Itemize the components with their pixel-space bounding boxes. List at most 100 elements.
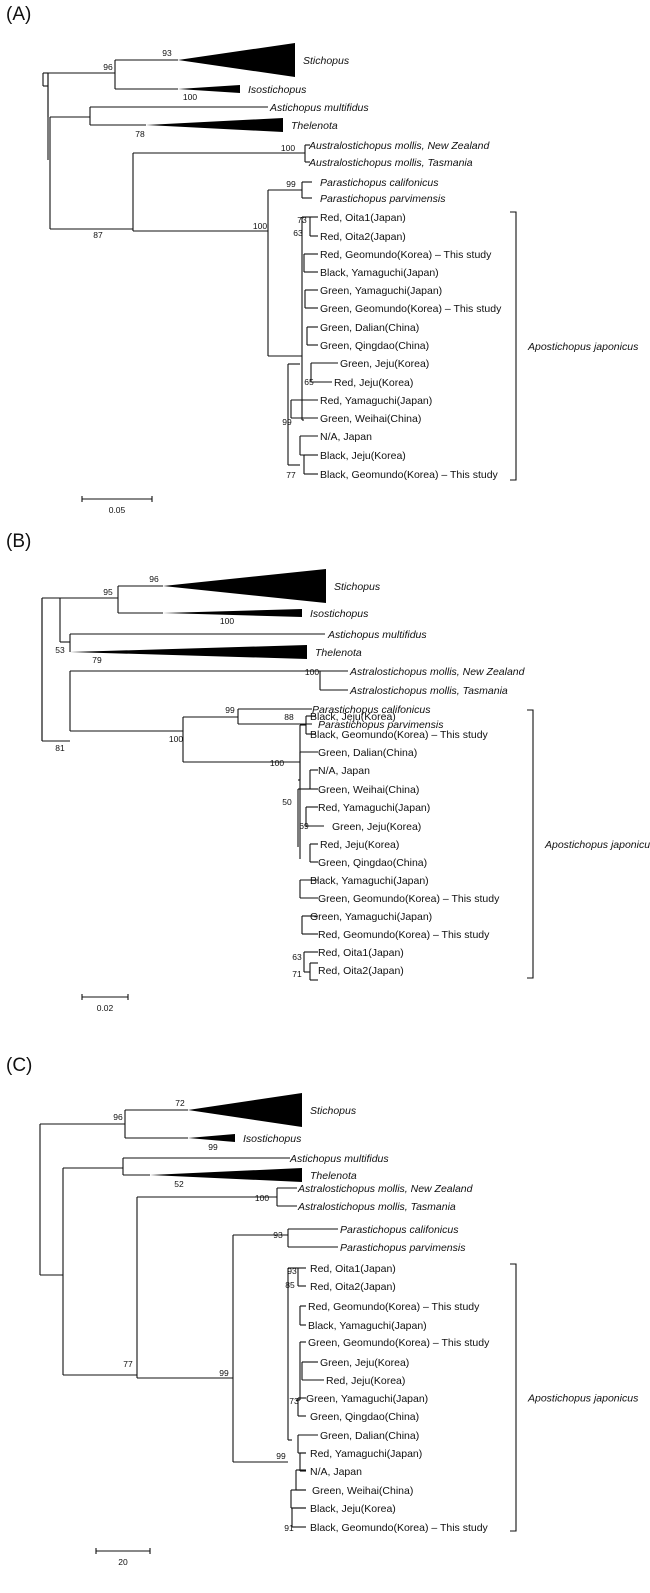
clade-bracket: [510, 211, 517, 481]
collapsed-clade-triangle: [178, 85, 240, 93]
bootstrap-value: 96: [149, 574, 159, 584]
taxon-label: N/A, Japan: [310, 1466, 362, 1478]
taxon-label: Australostichopus mollis, Tasmania: [308, 157, 473, 169]
taxon-label: Red, Oita1(Japan): [310, 1263, 396, 1275]
bootstrap-value: 93: [273, 1230, 283, 1240]
bootstrap-value: 85: [285, 1280, 295, 1290]
collapsed-clade-label: Thelenota: [291, 120, 338, 132]
taxon-label: Red, Yamaguchi(Japan): [318, 802, 430, 814]
tree-panel-C: (C)StichopusIsostichopusThelenotaAsticho…: [6, 1055, 639, 1567]
taxon-label: Red, Yamaguchi(Japan): [310, 1448, 422, 1460]
taxon-label: Astichopus multifidus: [327, 629, 427, 641]
clade-label: Apostichopus japonicus: [527, 1393, 639, 1405]
bootstrap-value: 99: [208, 1142, 218, 1152]
taxon-label: Green, Weihai(China): [320, 413, 421, 425]
taxon-label: Parastichopus califonicus: [340, 1224, 459, 1236]
taxon-label: Red, Jeju(Korea): [326, 1375, 405, 1387]
collapsed-clade-triangle: [163, 609, 302, 617]
bootstrap-value: 99: [286, 179, 296, 189]
bootstrap-value: 77: [286, 470, 296, 480]
taxon-label: Green, Dalian(China): [320, 322, 419, 334]
clade-label: Apostichopus japonicus: [527, 341, 639, 353]
taxon-label: Red, Oita2(Japan): [318, 965, 404, 977]
taxon-label: Red, Oita1(Japan): [318, 947, 404, 959]
bootstrap-value: 100: [270, 758, 284, 768]
bootstrap-value: 79: [92, 655, 102, 665]
taxon-label: N/A, Japan: [318, 765, 370, 777]
bootstrap-value: 73: [289, 1396, 299, 1406]
scale-bar-label: 20: [118, 1557, 128, 1567]
taxon-label: Black, Geomundo(Korea) – This study: [310, 729, 489, 741]
taxon-label: Green, Jeju(Korea): [332, 821, 421, 833]
taxon-label: Red, Jeju(Korea): [320, 839, 399, 851]
taxon-label: Green, Dalian(China): [318, 747, 417, 759]
bootstrap-value: 96: [103, 62, 113, 72]
bootstrap-value: 100: [220, 616, 234, 626]
scale-bar-label: 0.05: [109, 505, 126, 515]
taxon-label: Green, Weihai(China): [312, 1485, 413, 1497]
collapsed-clade-triangle: [178, 43, 295, 77]
collapsed-clade-triangle: [70, 645, 307, 659]
bootstrap-value: 63: [292, 952, 302, 962]
bootstrap-value: 65: [304, 377, 314, 387]
taxon-label: Black, Geomundo(Korea) – This study: [310, 1522, 489, 1534]
bootstrap-value: 93: [287, 1266, 297, 1276]
panel-label: (B): [6, 531, 31, 552]
taxon-label: Australostichopus mollis, New Zealand: [308, 140, 490, 152]
bootstrap-value: 100: [305, 667, 319, 677]
collapsed-clade-triangle: [188, 1093, 302, 1127]
bootstrap-value: 99: [219, 1368, 229, 1378]
bootstrap-value: 91: [284, 1523, 294, 1533]
bootstrap-value: 72: [175, 1098, 185, 1108]
taxon-label: Green, Weihai(China): [318, 784, 419, 796]
collapsed-clade-label: Thelenota: [315, 647, 362, 659]
taxon-label: Green, Yamaguchi(Japan): [320, 285, 442, 297]
taxon-label: Red, Oita1(Japan): [320, 212, 406, 224]
collapsed-clade-label: Stichopus: [334, 581, 381, 593]
collapsed-clade-triangle: [188, 1134, 235, 1142]
bootstrap-value: 71: [292, 969, 302, 979]
bootstrap-value: 100: [169, 734, 183, 744]
taxon-label: Red, Geomundo(Korea) – This study: [318, 929, 490, 941]
taxon-label: Red, Oita2(Japan): [310, 1281, 396, 1293]
scale-bar-label: 0.02: [97, 1003, 114, 1013]
taxon-label: Red, Oita2(Japan): [320, 231, 406, 243]
taxon-label: Astichopus multifidus: [289, 1153, 389, 1165]
taxon-label: Parastichopus parvimensis: [318, 719, 444, 731]
taxon-label: Black, Jeju(Korea): [310, 711, 396, 723]
taxon-label: Green, Geomundo(Korea) – This study: [318, 893, 500, 905]
bootstrap-value: 100: [253, 221, 267, 231]
taxon-label: Black, Yamaguchi(Japan): [310, 875, 429, 887]
taxon-label: Black, Yamaguchi(Japan): [320, 267, 439, 279]
bootstrap-value: 87: [93, 230, 103, 240]
taxon-label: Green, Geomundo(Korea) – This study: [320, 303, 502, 315]
clade-bracket: [527, 709, 534, 979]
taxon-label: Parastichopus califonicus: [320, 177, 439, 189]
collapsed-clade-label: Isostichopus: [310, 608, 369, 620]
bootstrap-value: 99: [282, 417, 292, 427]
taxon-label: N/A, Japan: [320, 431, 372, 443]
taxon-label: Parastichopus parvimensis: [340, 1242, 466, 1254]
taxon-label: Red, Geomundo(Korea) – This study: [308, 1301, 480, 1313]
bootstrap-value: 99: [225, 705, 235, 715]
bootstrap-value: 50: [282, 797, 292, 807]
bootstrap-value: 73: [297, 215, 307, 225]
collapsed-clade-label: Thelenota: [310, 1170, 357, 1182]
taxon-label: Red, Geomundo(Korea) – This study: [320, 249, 492, 261]
taxon-label: Black, Jeju(Korea): [310, 1503, 396, 1515]
taxon-label: Black, Yamaguchi(Japan): [308, 1320, 427, 1332]
taxon-label: Green, Yamaguchi(Japan): [306, 1393, 428, 1405]
bootstrap-value: 100: [281, 143, 295, 153]
collapsed-clade-triangle: [146, 118, 283, 132]
tree-panel-A: (A)StichopusIsostichopusThelenotaAsticho…: [6, 4, 639, 515]
collapsed-clade-triangle: [150, 1168, 302, 1182]
panel-label: (A): [6, 4, 31, 25]
collapsed-clade-triangle: [163, 569, 326, 603]
taxon-label: Astralostichopus mollis, New Zealand: [297, 1183, 474, 1195]
taxon-label: Green, Jeju(Korea): [340, 358, 429, 370]
bootstrap-value: 52: [174, 1179, 184, 1189]
bootstrap-value: 100: [255, 1193, 269, 1203]
panel-label: (C): [6, 1055, 32, 1076]
